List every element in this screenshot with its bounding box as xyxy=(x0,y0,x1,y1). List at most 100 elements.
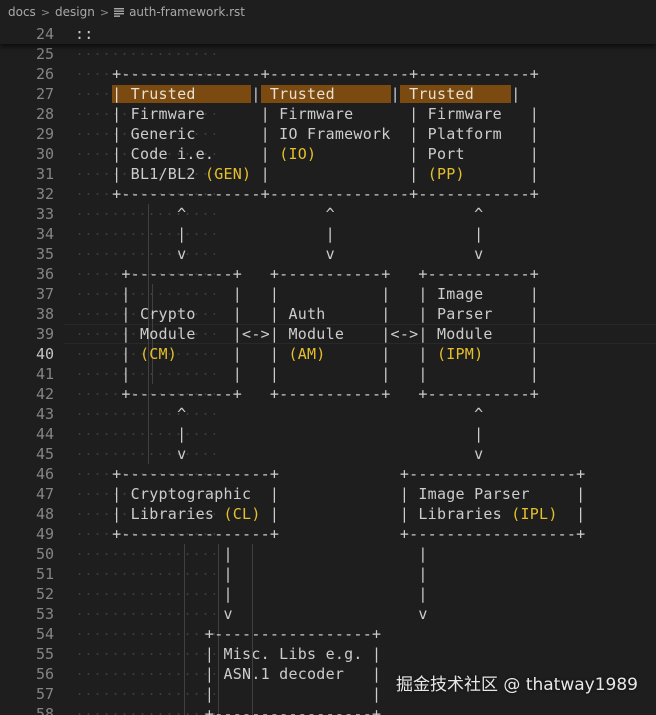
code-text: | | xyxy=(75,585,428,603)
code-line[interactable]: 44 | | xyxy=(0,424,656,444)
abbreviation-token: (AM) xyxy=(288,345,326,363)
code-text: | Misc. Libs e.g. | xyxy=(75,645,382,663)
code-line[interactable]: 38 | Crypto | | Auth | | Parser | xyxy=(0,304,656,324)
code-text: | | xyxy=(251,165,428,183)
code-text: | xyxy=(464,165,540,183)
line-number: 52 xyxy=(35,585,54,603)
code-line[interactable]: 26 +---------------+---------------+----… xyxy=(0,64,656,84)
code-line[interactable]: 54 +-----------------+ xyxy=(0,624,656,644)
abbreviation-token: (GEN) xyxy=(204,165,252,183)
code-line[interactable]: 42 +-----------+ +-----------+ +--------… xyxy=(0,384,656,404)
line-code: ^ ^ ^ xyxy=(75,204,483,224)
line-number: 34 xyxy=(35,225,54,243)
line-number: 41 xyxy=(35,365,54,383)
code-text: | | xyxy=(75,685,382,703)
code-line[interactable]: 47 | Cryptographic | | Image Parser | xyxy=(0,484,656,504)
code-line[interactable]: 48 | Libraries (CL) | | Libraries (IPL) … xyxy=(0,504,656,524)
line-code: | Libraries (CL) | | Libraries (IPL) | xyxy=(75,504,585,524)
code-line[interactable]: 55 | Misc. Libs e.g. | xyxy=(0,644,656,664)
line-number: 27 xyxy=(35,85,54,103)
line-number: 39 xyxy=(35,325,54,343)
search-match-highlight: Trusted xyxy=(399,85,512,103)
code-line[interactable]: 25 xyxy=(0,44,656,64)
code-text: | Generic | IO Framework | Platform | xyxy=(75,125,540,143)
code-text: | xyxy=(511,85,521,103)
whitespace-dots xyxy=(75,344,215,364)
indent-guide xyxy=(184,544,185,715)
code-text: | | xyxy=(177,345,289,363)
code-line[interactable]: 28 | Firmware | Firmware | Firmware | xyxy=(0,104,656,124)
code-line[interactable]: 29 | Generic | IO Framework | Platform | xyxy=(0,124,656,144)
whitespace-dots xyxy=(75,324,215,344)
code-text: | Module |<->| Module |<->| Module | xyxy=(75,325,540,343)
line-code: ^ ^ xyxy=(75,404,483,424)
line-number: 28 xyxy=(35,105,54,123)
whitespace-dots xyxy=(75,224,215,244)
code-line[interactable]: 51 | | xyxy=(0,564,656,584)
line-number: 37 xyxy=(35,285,54,303)
line-number: 51 xyxy=(35,565,54,583)
abbreviation-token: (CL) xyxy=(223,505,261,523)
code-text: | xyxy=(483,345,540,363)
code-text: ^ ^ xyxy=(75,405,484,423)
code-line[interactable]: 41 | | | | | | xyxy=(0,364,656,384)
code-line[interactable]: 52 | | xyxy=(0,584,656,604)
line-code: +----------------+ +------------------+ xyxy=(75,464,585,484)
code-line[interactable]: 30 | Code i.e. | (IO) | Port | xyxy=(0,144,656,164)
code-line[interactable]: 58 +-----------------+ xyxy=(0,704,656,715)
whitespace-dots xyxy=(75,644,215,664)
line-code: v v xyxy=(75,444,483,464)
code-line[interactable]: 46 +----------------+ +-----------------… xyxy=(0,464,656,484)
code-line[interactable]: 27 | Trusted | Trusted | Trusted | xyxy=(0,84,656,104)
code-line[interactable]: 35 v v v xyxy=(0,244,656,264)
code-text: | | xyxy=(325,345,437,363)
code-text: +----------------+ +------------------+ xyxy=(75,465,586,483)
line-code: | Module |<->| Module |<->| Module | xyxy=(75,324,539,344)
line-code: | Crypto | | Auth | | Parser | xyxy=(75,304,539,324)
abbreviation-token: (IPM) xyxy=(436,345,484,363)
line-code: | | xyxy=(75,424,483,444)
code-line[interactable]: 56 | ASN.1 decoder | xyxy=(0,664,656,684)
code-text xyxy=(75,85,112,103)
code-text: | | Libraries xyxy=(260,505,512,523)
code-line[interactable]: 33 ^ ^ ^ xyxy=(0,204,656,224)
code-text: | BL1/BL2 xyxy=(75,165,205,183)
code-text: | ASN.1 decoder | xyxy=(75,665,382,683)
line-number: 43 xyxy=(35,405,54,423)
code-line[interactable]: 34 | | | xyxy=(0,224,656,244)
code-line[interactable]: 50 | | xyxy=(0,544,656,564)
code-line[interactable]: 39 | Module |<->| Module |<->| Module | xyxy=(0,324,656,344)
line-code: | | | xyxy=(75,224,483,244)
code-line[interactable]: 40 | (CM) | | (AM) | | (IPM) | xyxy=(0,344,656,364)
code-line[interactable]: 53 v v xyxy=(0,604,656,624)
code-text: | | xyxy=(75,545,428,563)
sticky-scroll-header[interactable]: 24 :: xyxy=(0,24,656,44)
line-code: | | | | | Image | xyxy=(75,284,539,304)
line-code: +-----------+ +-----------+ +-----------… xyxy=(75,264,539,284)
code-line[interactable]: 32 +---------------+---------------+----… xyxy=(0,184,656,204)
line-number: 24 xyxy=(35,25,54,43)
line-code: | BL1/BL2 (GEN) | | (PP) | xyxy=(75,164,539,184)
line-number: 55 xyxy=(35,645,54,663)
code-line[interactable]: 36 +-----------+ +-----------+ +--------… xyxy=(0,264,656,284)
code-line[interactable]: 57 | | xyxy=(0,684,656,704)
code-line[interactable]: 43 ^ ^ xyxy=(0,404,656,424)
code-text: | xyxy=(557,505,586,523)
code-text: | Port | xyxy=(316,145,540,163)
line-code: +-----------+ +-----------+ +-----------… xyxy=(75,384,539,404)
whitespace-dots xyxy=(75,564,215,584)
whitespace-dots xyxy=(75,464,215,484)
code-line[interactable]: 37 | | | | | Image | xyxy=(0,284,656,304)
breadcrumb-separator: > xyxy=(40,5,51,19)
breadcrumb-separator: > xyxy=(99,5,110,19)
breadcrumb-item-design[interactable]: design xyxy=(55,5,95,19)
code-line[interactable]: 31 | BL1/BL2 (GEN) | | (PP) | xyxy=(0,164,656,184)
breadcrumb-item-docs[interactable]: docs xyxy=(8,5,36,19)
code-text: v v xyxy=(75,605,428,623)
code-text: +---------------+---------------+-------… xyxy=(75,185,540,203)
code-line[interactable]: 45 v v xyxy=(0,444,656,464)
line-code: +---------------+---------------+-------… xyxy=(75,184,539,204)
breadcrumb-item-file[interactable]: auth-framework.rst xyxy=(129,5,245,19)
code-line[interactable]: 49 +----------------+ +-----------------… xyxy=(0,524,656,544)
